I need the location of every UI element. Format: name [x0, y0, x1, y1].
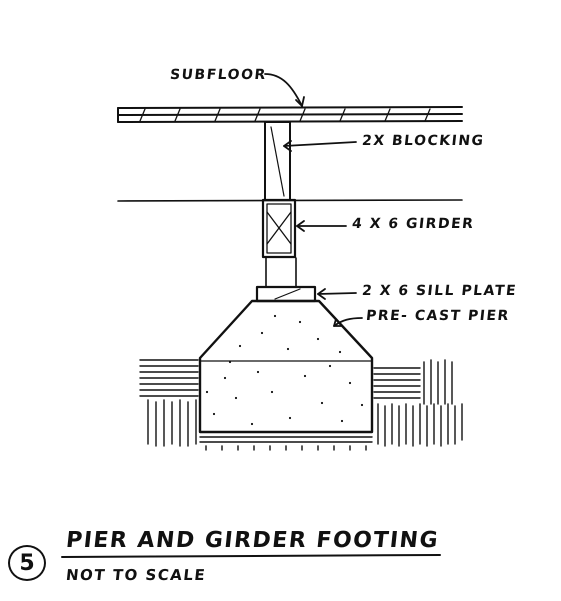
girder-label: 4 X 6 GIRDER [351, 216, 476, 232]
title-underline [61, 554, 441, 558]
pier-label: PRE- CAST PIER [365, 308, 511, 324]
ground-hatch-bottom [199, 436, 373, 451]
sill-plate [255, 285, 317, 303]
detail-number-badge: 5 [8, 545, 46, 581]
sill-plate-label: 2 X 6 SILL PLATE [361, 283, 518, 299]
subfloor-hatching [139, 108, 431, 122]
post [265, 257, 297, 288]
girder-member [261, 198, 297, 259]
blocking-member [264, 121, 291, 201]
subfloor-slab [117, 106, 463, 123]
detail-number: 5 [19, 550, 35, 576]
detail-title: PIER AND GIRDER FOOTING [64, 528, 441, 553]
ground-hatch-right [373, 359, 463, 447]
scale-note: NOT TO SCALE [65, 566, 208, 584]
leader-sill-plate [317, 288, 357, 300]
pier-stipple [205, 314, 364, 426]
ground-hatch-left [139, 359, 199, 447]
blocking-label: 2X BLOCKING [361, 133, 486, 149]
leader-girder [296, 220, 347, 232]
leader-pier [333, 317, 363, 327]
precast-pier [198, 299, 374, 434]
leader-subfloor [264, 73, 305, 107]
subfloor-label: SUBFLOOR [169, 67, 268, 83]
leader-blocking [283, 140, 357, 152]
